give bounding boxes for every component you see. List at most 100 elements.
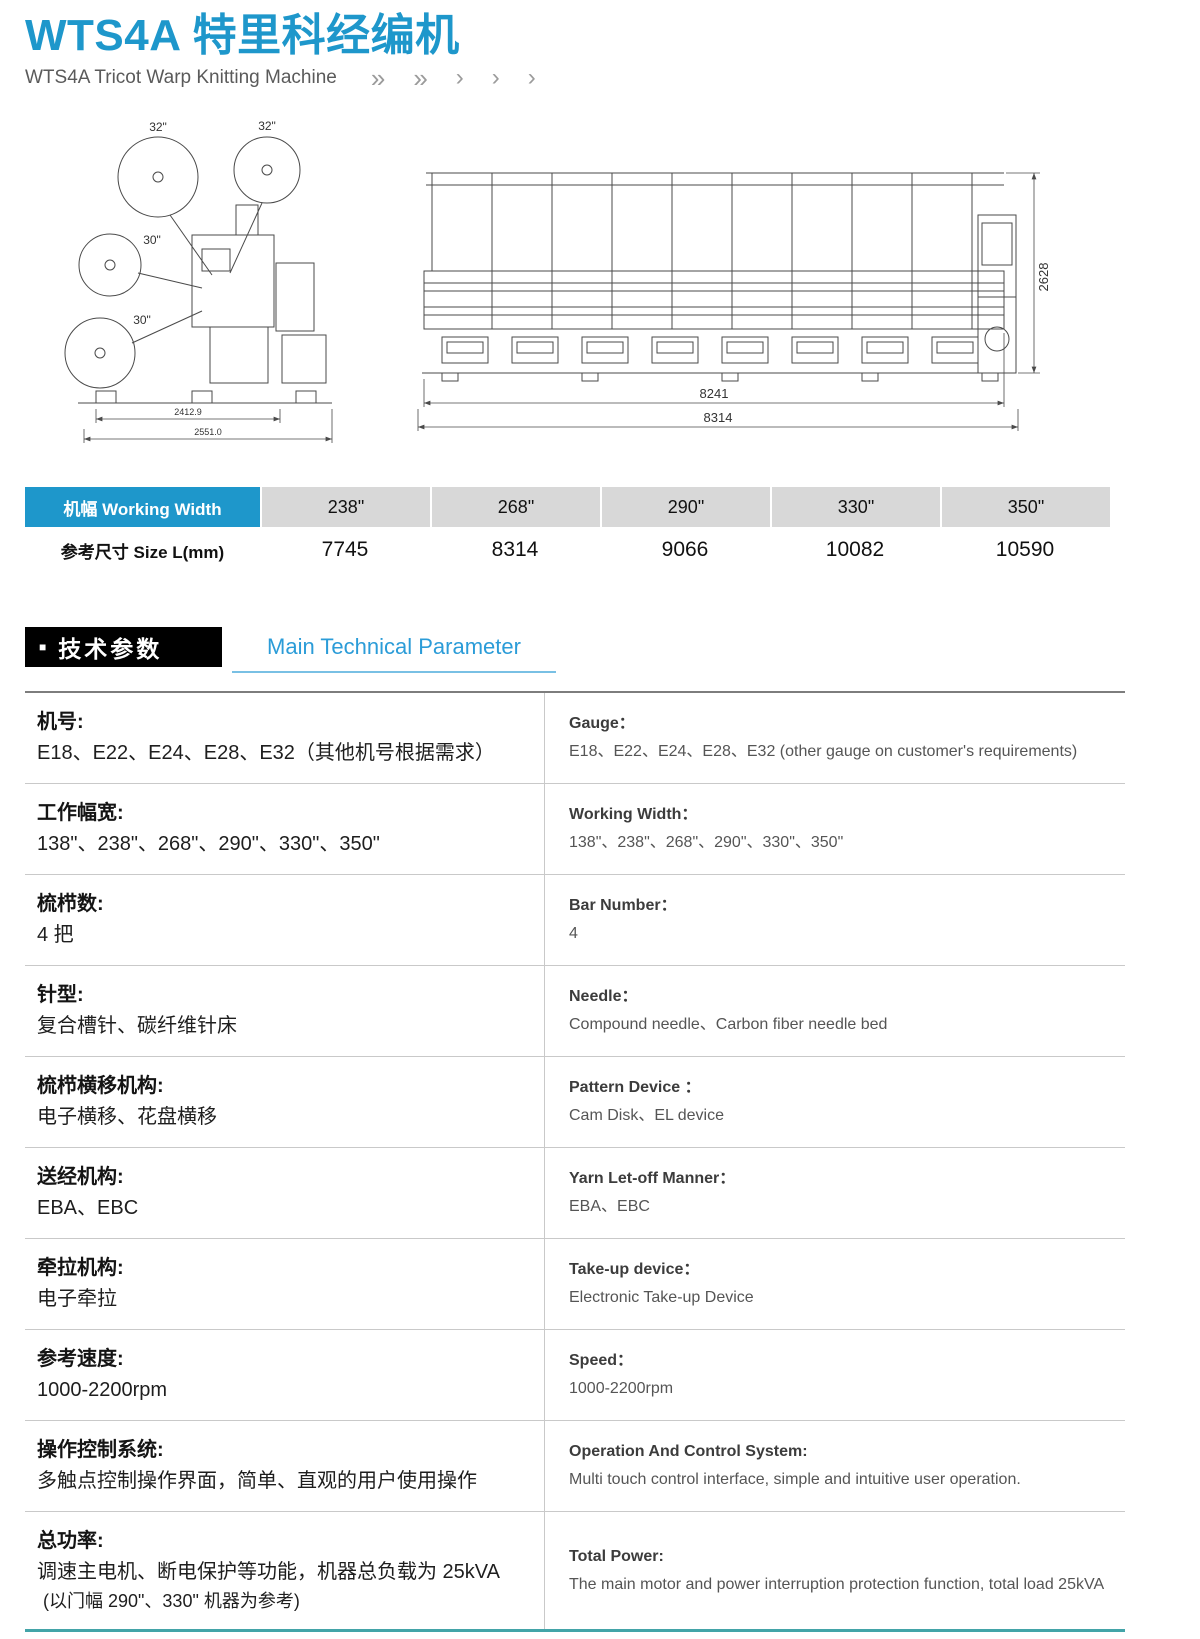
spec-value-en: Multi touch control interface, simple an… bbox=[569, 1471, 1021, 1489]
beam-size-label: 32" bbox=[149, 120, 167, 134]
spec-cell-en: Working Width： 138"、238"、268"、290"、330"、… bbox=[545, 784, 1125, 874]
side-width-dim-inner: 2412.9 bbox=[174, 407, 202, 417]
beam-size-label: 30" bbox=[133, 313, 151, 327]
size-value-cell-0: 7745 bbox=[321, 538, 369, 562]
spec-note-cn: (以门幅 290"、330" 机器为参考) bbox=[43, 1591, 300, 1612]
chevron-icon: › bbox=[491, 64, 500, 92]
spec-cell-cn: 送经机构: EBA、EBC bbox=[25, 1148, 545, 1239]
machine-body-group bbox=[423, 270, 1005, 330]
working-width-cell-2: 290" bbox=[600, 487, 770, 528]
section-header: ■ 技术参数 Main Technical Parameter bbox=[25, 627, 1200, 674]
spec-label-en: Pattern Device ： bbox=[569, 1079, 701, 1097]
spec-cell-en: Take-up device： Electronic Take-up Devic… bbox=[545, 1239, 1125, 1329]
size-value-cell-3: 10082 bbox=[825, 538, 885, 562]
section-title-en-wrap: Main Technical Parameter bbox=[232, 627, 556, 674]
side-width-dim-outer: 2551.0 bbox=[194, 427, 222, 437]
spec-label-cn: 工作幅宽: bbox=[37, 802, 124, 825]
spec-label-en: Needle： bbox=[569, 988, 638, 1006]
spec-label-en: Gauge： bbox=[569, 715, 635, 733]
spec-value-en: 1000-2200rpm bbox=[569, 1380, 674, 1398]
spec-row-pattern-device: 梳栉横移机构: 电子横移、花盘横移 Pattern Device ： Cam D… bbox=[25, 1057, 1125, 1149]
spec-cell-cn: 参考速度: 1000-2200rpm bbox=[25, 1330, 545, 1421]
size-value-cell-1: 8314 bbox=[491, 538, 539, 562]
square-bullet-icon: ■ bbox=[39, 640, 47, 655]
spec-cell-cn: 牵拉机构: 电子牵拉 bbox=[25, 1239, 545, 1330]
spec-cell-en: Total Power: The main motor and power in… bbox=[545, 1512, 1125, 1629]
spec-cell-cn: 梳栉横移机构: 电子横移、花盘横移 bbox=[25, 1057, 545, 1148]
spec-value-cn: 电子横移、花盘横移 bbox=[37, 1106, 217, 1129]
spec-value-cn: 复合槽针、碳纤维针床 bbox=[37, 1015, 237, 1038]
spec-row-control-system: 操作控制系统: 多触点控制操作界面，简单、直观的用户使用操作 Operation… bbox=[25, 1421, 1125, 1513]
spec-label-en: Speed： bbox=[569, 1352, 634, 1370]
working-width-cell-3: 330" bbox=[770, 487, 940, 528]
size-value-cell-4: 10590 bbox=[995, 538, 1055, 562]
spec-label-en: Working Width： bbox=[569, 806, 698, 824]
spec-cell-cn: 针型: 复合槽针、碳纤维针床 bbox=[25, 966, 545, 1057]
spec-label-cn: 针型: bbox=[37, 984, 84, 1007]
spec-value-en: Cam Disk、EL device bbox=[569, 1107, 725, 1125]
size-value-cell-2: 9066 bbox=[661, 538, 709, 562]
spec-value-cn: E18、E22、E24、E28、E32（其他机号根据需求） bbox=[37, 742, 495, 765]
page-title: WTS4A 特里科经编机 bbox=[25, 11, 460, 60]
spec-row-speed: 参考速度: 1000-2200rpm Speed： 1000-2200rpm bbox=[25, 1330, 1125, 1422]
spec-label-cn: 参考速度: bbox=[37, 1348, 124, 1371]
spec-value-cn: 多触点控制操作界面，简单、直观的用户使用操作 bbox=[37, 1470, 477, 1493]
technical-drawings: 32" 32" 30" 30" 2412.9 2551.0 bbox=[40, 113, 1200, 453]
machine-frame-group bbox=[78, 204, 332, 404]
spec-label-cn: 操作控制系统: bbox=[37, 1439, 164, 1462]
control-panels-group bbox=[422, 336, 1016, 382]
spec-label-en: Total Power: bbox=[569, 1547, 664, 1565]
spec-label-en: Bar Number： bbox=[569, 897, 677, 915]
front-view-drawing: 2628 8241 8314 bbox=[417, 172, 1051, 432]
header: WTS4A 特里科经编机 WTS4A Tricot Warp Knitting … bbox=[0, 11, 1200, 91]
working-width-cell-1: 268" bbox=[430, 487, 600, 528]
spec-row-total-power: 总功率: 调速主电机、断电保护等功能，机器总负载为 25kVA (以门幅 290… bbox=[25, 1512, 1125, 1630]
chevron-icons: » » › › › bbox=[371, 65, 536, 91]
spec-label-cn: 牵拉机构: bbox=[37, 1257, 124, 1280]
subtitle-row: WTS4A Tricot Warp Knitting Machine » » ›… bbox=[25, 65, 1200, 91]
front-dimension-labels: 2628 8241 8314 bbox=[700, 263, 1051, 425]
spec-label-cn: 送经机构: bbox=[37, 1166, 124, 1189]
working-width-header-cell: 机幅 Working Width bbox=[25, 487, 260, 528]
spec-row-bar-number: 梳栉数: 4 把 Bar Number： 4 bbox=[25, 875, 1125, 967]
chevron-icon: › bbox=[527, 64, 536, 92]
spec-value-en: The main motor and power interruption pr… bbox=[569, 1575, 1105, 1593]
front-dimension-lines bbox=[417, 172, 1040, 432]
spec-value-en: Compound needle、Carbon fiber needle bed bbox=[569, 1016, 888, 1034]
side-dimension-lines bbox=[83, 409, 333, 444]
spec-value-en: EBA、EBC bbox=[569, 1198, 650, 1216]
spec-cell-cn: 机号: E18、E22、E24、E28、E32（其他机号根据需求） bbox=[25, 693, 545, 784]
spec-value-cn: 调速主电机、断电保护等功能，机器总负载为 25kVA bbox=[37, 1561, 500, 1584]
double-chevron-icon: » bbox=[413, 63, 428, 94]
spec-cell-cn: 工作幅宽: 138"、238"、268"、290"、330"、350" bbox=[25, 784, 545, 875]
end-frame-group bbox=[977, 214, 1017, 374]
spec-row-needle: 针型: 复合槽针、碳纤维针床 Needle： Compound needle、C… bbox=[25, 966, 1125, 1058]
spec-row-takeup-device: 牵拉机构: 电子牵拉 Take-up device： Electronic Ta… bbox=[25, 1239, 1125, 1331]
spec-row-working-width: 工作幅宽: 138"、238"、268"、290"、330"、350" Work… bbox=[25, 784, 1125, 876]
spec-row-yarn-letoff: 送经机构: EBA、EBC Yarn Let-off Manner： EBA、E… bbox=[25, 1148, 1125, 1240]
spec-cell-cn: 总功率: 调速主电机、断电保护等功能，机器总负载为 25kVA (以门幅 290… bbox=[25, 1512, 545, 1630]
working-width-cell-4: 350" bbox=[940, 487, 1110, 528]
spec-label-en: Yarn Let-off Manner： bbox=[569, 1170, 736, 1188]
double-chevron-icon: » bbox=[370, 63, 386, 94]
spec-value-cn: 1000-2200rpm bbox=[37, 1379, 168, 1402]
spec-cell-cn: 梳栉数: 4 把 bbox=[25, 875, 545, 966]
spec-label-cn: 梳栉数: bbox=[37, 893, 104, 916]
side-dimension-labels: 32" 32" 30" 30" 2412.9 2551.0 bbox=[133, 119, 276, 437]
spec-cell-en: Gauge： E18、E22、E24、E28、E32 (other gauge … bbox=[545, 693, 1125, 783]
size-row-label-cell: 参考尺寸 Size L(mm) bbox=[60, 542, 225, 562]
section-title-en: Main Technical Parameter bbox=[267, 634, 521, 660]
width-dim-outer-label: 8314 bbox=[704, 410, 733, 425]
spec-value-cn: 4 把 bbox=[37, 924, 74, 947]
spec-label-cn: 机号: bbox=[37, 711, 84, 734]
spec-value-en: Electronic Take-up Device bbox=[569, 1289, 754, 1307]
size-table: 机幅 Working Width 238" 268" 290" 330" 350… bbox=[25, 487, 1110, 573]
beam-size-label: 30" bbox=[143, 233, 161, 247]
spec-row-gauge: 机号: E18、E22、E24、E28、E32（其他机号根据需求） Gauge：… bbox=[25, 693, 1125, 785]
spec-cell-en: Operation And Control System: Multi touc… bbox=[545, 1421, 1125, 1511]
side-view-drawing: 32" 32" 30" 30" 2412.9 2551.0 bbox=[64, 119, 333, 444]
spec-value-cn: 138"、238"、268"、290"、330"、350" bbox=[37, 833, 380, 856]
page-subtitle: WTS4A Tricot Warp Knitting Machine bbox=[25, 67, 337, 89]
spec-cell-en: Pattern Device ： Cam Disk、EL device bbox=[545, 1057, 1125, 1147]
